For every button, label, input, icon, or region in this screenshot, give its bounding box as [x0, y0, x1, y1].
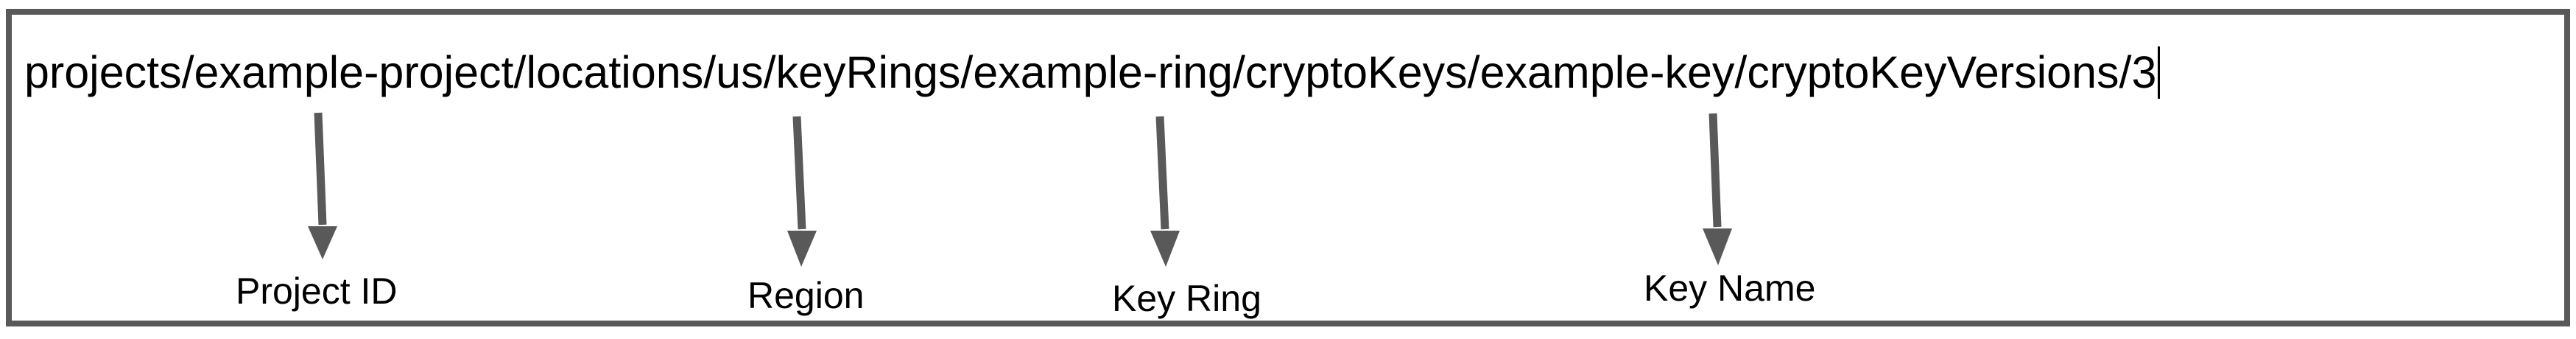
key-name-label: Key Name [1644, 268, 1816, 309]
key-ring-label: Key Ring [1112, 278, 1261, 319]
resource-path-field[interactable] [6, 9, 2570, 326]
resource-path-text: projects/example-project/locations/us/ke… [24, 47, 2157, 97]
text-cursor-icon [2158, 46, 2161, 99]
project-id-label: Project ID [236, 270, 398, 312]
resource-path-line[interactable]: projects/example-project/locations/us/ke… [24, 46, 2161, 99]
region-label: Region [747, 275, 865, 316]
